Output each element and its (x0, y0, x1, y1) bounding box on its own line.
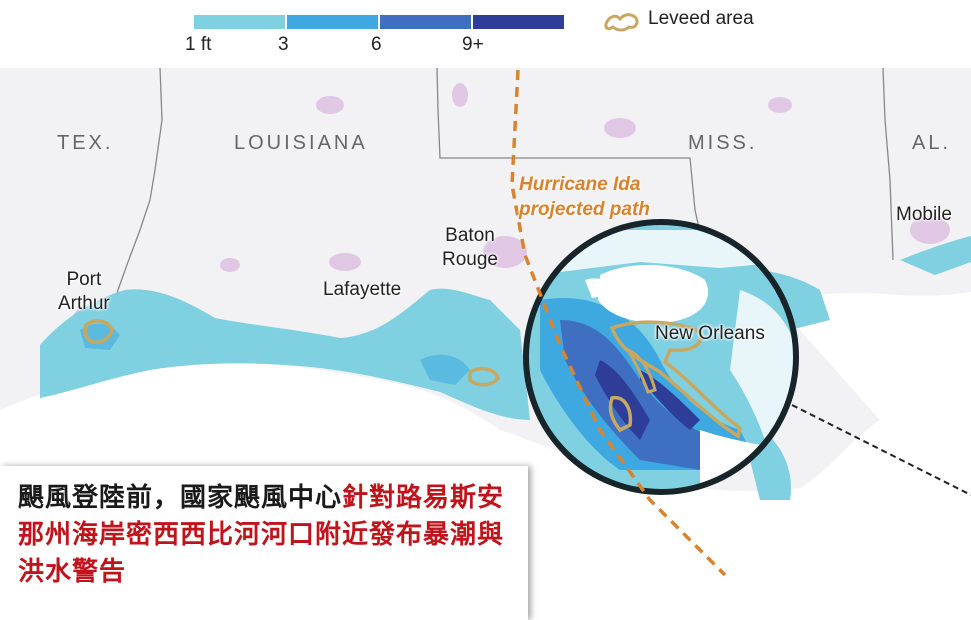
legend-label-9ft: 9+ (462, 34, 484, 55)
la-ms-border (436, 68, 706, 256)
levee-port-arthur (83, 319, 114, 345)
caption-box: 颶風登陸前，國家颶風中心針對路易斯安那州海岸密西西比河河口附近發布暴潮與洪水警告 (0, 466, 528, 620)
city-label-port-arthur: Port Arthur (58, 269, 110, 314)
ms-al-border (882, 68, 894, 261)
hurricane-path (510, 69, 727, 577)
city-label-lafayette: Lafayette (323, 279, 402, 300)
levee-legend-label: Leveed area (648, 8, 754, 29)
legend-label-6ft: 6 (371, 34, 382, 55)
coastal-flooding-medium (80, 323, 470, 385)
city-label-new-orleans: New Orleans (655, 323, 765, 344)
city-label-baton-rouge: Baton Rouge (442, 225, 498, 270)
connector-line (791, 404, 971, 496)
caption-text: 颶風登陸前，國家颶風中心針對路易斯安那州海岸密西西比河河口附近發布暴潮與洪水警告 (18, 480, 518, 591)
caption-part2-highlight: 針對路易斯安那州海岸密西西比河河口附近發布暴潮與洪水警告 (18, 483, 505, 587)
legend-swatch-3ft (287, 15, 378, 29)
state-label-louisiana: LOUISIANA (234, 132, 368, 154)
magnifier-ring (523, 219, 799, 495)
hurricane-label-line1: Hurricane Ida (519, 174, 641, 195)
gulf-coast-east (780, 292, 971, 420)
legend-swatch-6ft (380, 15, 471, 29)
hurricane-ida-label: Hurricane Ida projected path (519, 172, 650, 222)
hurricane-label-line2: projected path (519, 199, 650, 220)
state-label-tex: TEX. (57, 132, 114, 154)
city-label-mobile: Mobile (896, 204, 952, 225)
state-label-al: AL. (912, 132, 952, 154)
levee-legend-icon (604, 13, 639, 32)
legend-label-1ft: 1 ft (185, 34, 212, 55)
legend-swatch-1ft (194, 15, 285, 29)
state-label-miss: MISS. (688, 132, 758, 154)
tex-la-border (109, 68, 163, 319)
legend-label-3ft: 3 (278, 34, 289, 55)
legend-swatch-9ft (473, 15, 564, 29)
levee-morgan-city (468, 366, 500, 387)
caption-part1: 颶風登陸前，國家颶風中心 (18, 483, 343, 513)
